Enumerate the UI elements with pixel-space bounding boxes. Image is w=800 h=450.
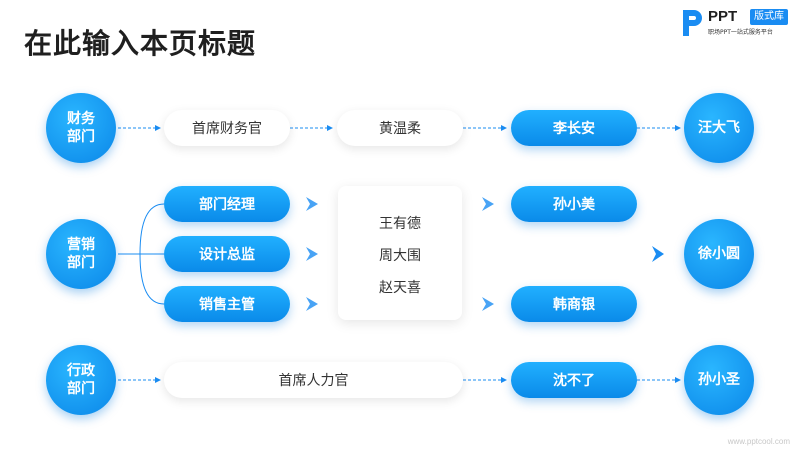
logo-subtitle: 职场PPT一站式服务平台 [708, 29, 773, 36]
marketing-lead-1: 孙小美 [511, 186, 637, 222]
admin-step-1: 首席人力官 [164, 362, 463, 398]
marketing-final-label: 徐小圆 [698, 246, 740, 262]
finance-step-2: 黄温柔 [337, 110, 463, 146]
logo-p-icon [683, 10, 702, 36]
finance-step-1: 首席财务官 [164, 110, 290, 146]
marketing-member-2: 周大围 [379, 248, 421, 264]
marketing-role-1: 部门经理 [164, 186, 290, 222]
marketing-final-circle: 徐小圆 [684, 219, 754, 289]
dept-finance-label: 财务部门 [67, 111, 95, 145]
dept-marketing-label: 营销部门 [67, 237, 95, 271]
marketing-member-1: 王有德 [379, 216, 421, 232]
marketing-member-3: 赵天喜 [379, 280, 421, 296]
marketing-lead-2: 韩商银 [511, 286, 637, 322]
dept-admin-label: 行政部门 [67, 363, 95, 397]
admin-final-label: 孙小圣 [698, 372, 740, 388]
marketing-role-3: 销售主管 [164, 286, 290, 322]
admin-step-2: 沈不了 [511, 362, 637, 398]
finance-final-label: 汪大飞 [698, 120, 740, 136]
page-title: 在此输入本页标题 [24, 27, 257, 60]
finance-step-3: 李长安 [511, 110, 637, 146]
logo-text: PPT [708, 8, 738, 25]
dept-admin-circle: 行政部门 [46, 345, 116, 415]
dept-marketing-circle: 营销部门 [46, 219, 116, 289]
marketing-members-box: 王有德 周大围 赵天喜 [338, 186, 462, 320]
admin-final-circle: 孙小圣 [684, 345, 754, 415]
brand-logo: PPT 版式库 职场PPT一站式服务平台 [680, 8, 792, 38]
footer-url: www.pptcool.com [727, 437, 790, 446]
finance-final-circle: 汪大飞 [684, 93, 754, 163]
dept-finance-circle: 财务部门 [46, 93, 116, 163]
logo-badge: 版式库 [750, 9, 788, 25]
marketing-role-2: 设计总监 [164, 236, 290, 272]
